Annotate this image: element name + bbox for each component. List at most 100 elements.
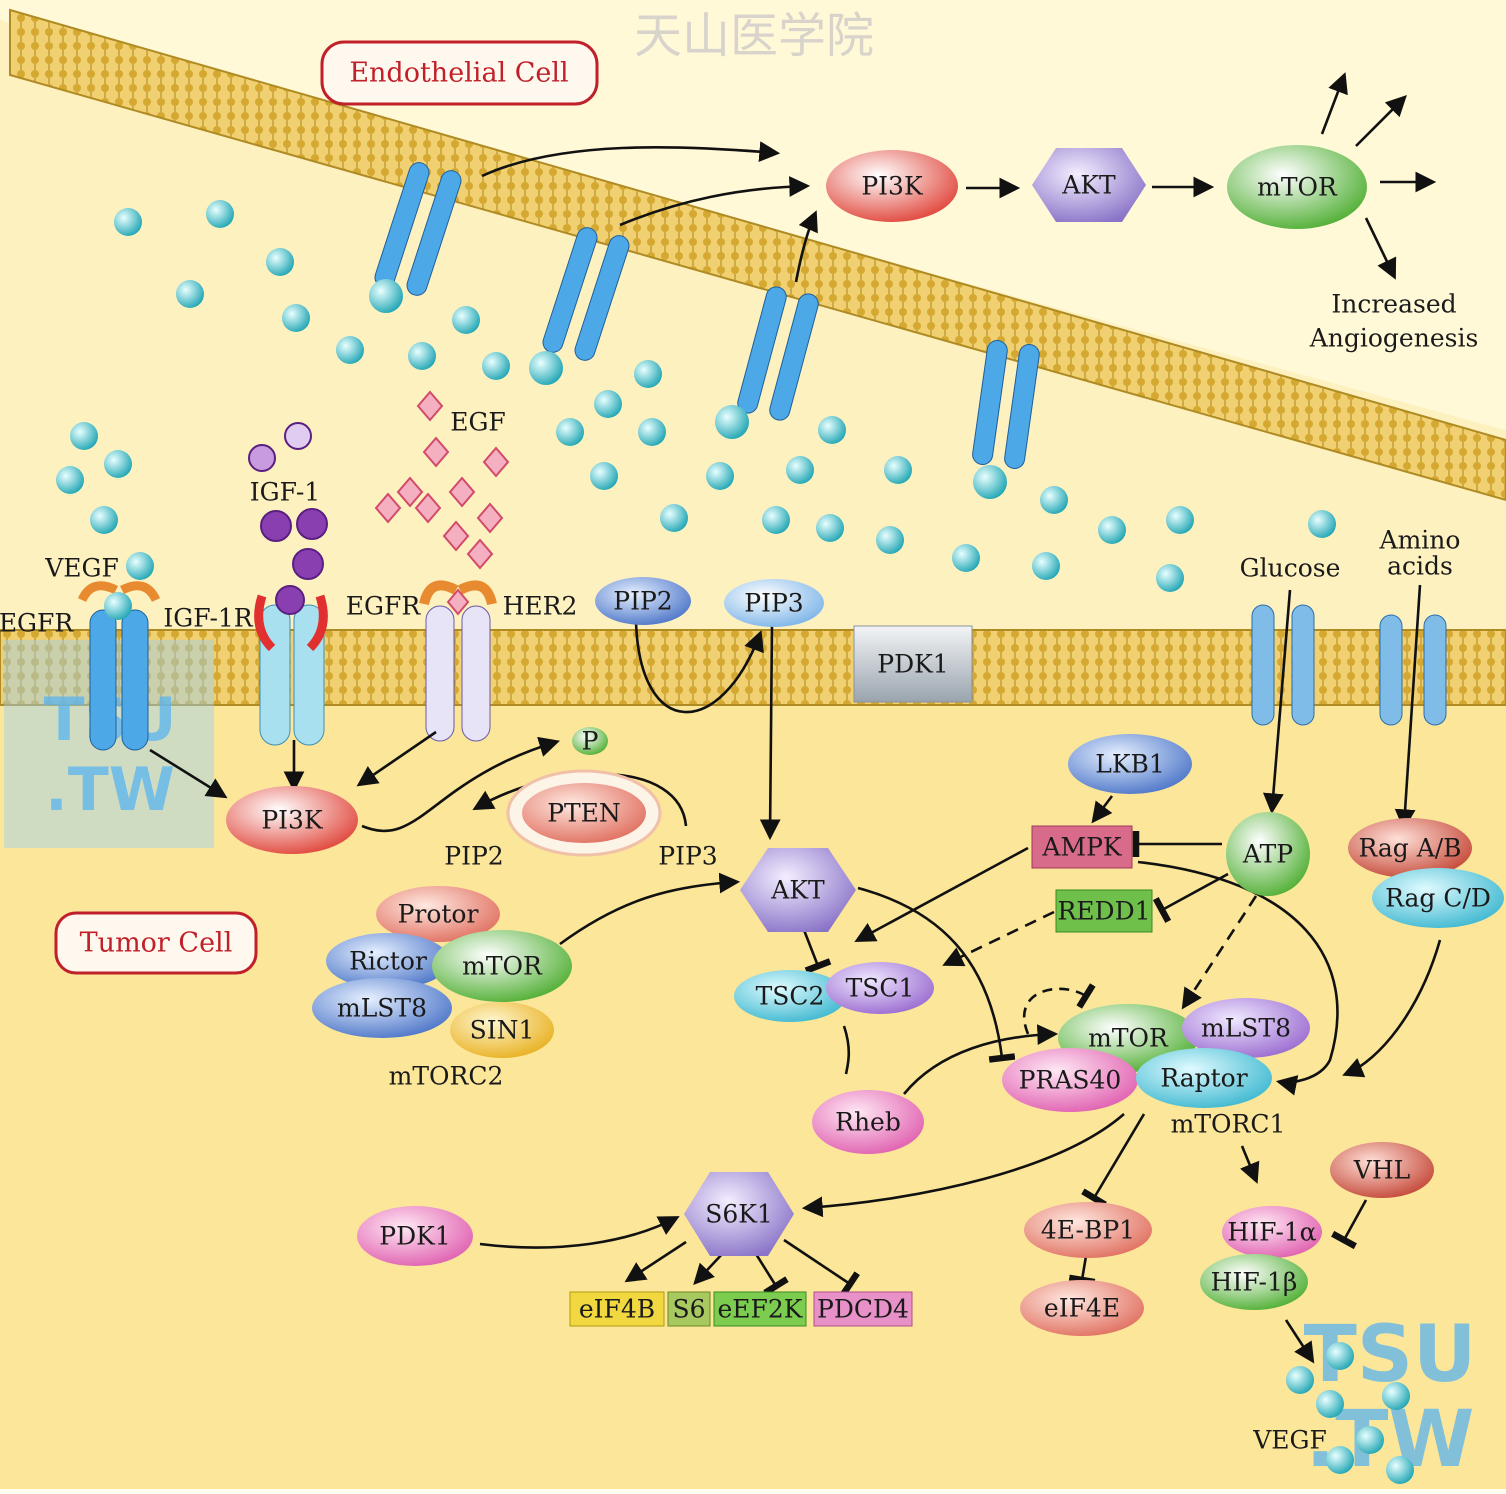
glucose-label: Glucose (1240, 554, 1341, 583)
tumor-pi3k-node (226, 786, 358, 854)
arrow-mtorc1-to-s6k1 (801, 1113, 1125, 1218)
vhl-label: VHL (1353, 1156, 1410, 1185)
inhibit-akt-to-tsc2 (802, 929, 832, 974)
endothelial-pi3k-label: PI3K (861, 172, 924, 201)
arrow-rheb-to-mtor (902, 1024, 1059, 1095)
igf1-ligands (248, 422, 328, 580)
inhibit-akt-to-pras40 (857, 886, 1016, 1063)
arrow-pip2-to-pip3 (634, 621, 764, 714)
arrow-pdk1-to-s6k1 (479, 1216, 680, 1249)
membrane-pdk1-node (853, 625, 973, 703)
mtorc2-mtor-label: mTOR (462, 952, 543, 981)
protor-label: Protor (398, 900, 479, 929)
ampk-node (1031, 825, 1133, 869)
inhibit-s6k1-to-eef2k (754, 1253, 789, 1296)
phosphate-label: P (582, 727, 599, 756)
tsc1-label: TSC1 (846, 974, 915, 1003)
watermark-left-bottom: .TW (45, 755, 175, 825)
igf1r-label: IGF-1R (163, 604, 253, 633)
endothelial-cytoplasm (0, 0, 1506, 430)
arrow-ampk-to-tsc2 (854, 846, 1029, 942)
arrow-egfr-to-pi3k (149, 748, 228, 799)
hif1a-node (1222, 1206, 1322, 1258)
inhibit-atp-to-redd1 (1152, 872, 1229, 923)
ampk-label: AMPK (1041, 833, 1122, 862)
arrow-hif-to-vegf (1284, 1319, 1315, 1364)
rag-cd-node (1372, 868, 1504, 928)
membrane-pip2-node (595, 577, 691, 625)
pras40-node (1002, 1048, 1138, 1112)
4ebp1-label: 4E-BP1 (1041, 1216, 1135, 1245)
arrow-pip3-to-akt (759, 623, 781, 841)
redd1-node (1055, 889, 1153, 933)
mtorc2-mlst8-node (312, 978, 452, 1038)
inhibit-s6k1-to-pdcd4 (783, 1238, 860, 1297)
mtorc1-mlst8-node (1182, 998, 1310, 1058)
rictor-label: Rictor (349, 947, 427, 976)
mtorc2-mlst8-label: mLST8 (337, 994, 427, 1023)
eif4e-label: eIF4E (1044, 1294, 1120, 1323)
rictor-node (326, 933, 450, 989)
eif4e-node (1020, 1280, 1144, 1336)
vegf-ligands (56, 200, 1414, 1484)
s6-label: S6 (672, 1295, 705, 1324)
hif1b-node (1200, 1254, 1308, 1310)
endothelial-membrane (9, 8, 1506, 502)
tumor-pi3k-label: PI3K (261, 806, 324, 835)
tumor-membrane (0, 629, 1506, 706)
inhibit-4ebp1-to-eif4e (1068, 1255, 1096, 1286)
inhibit-mtorc1-to-4ebp1 (1081, 1113, 1146, 1208)
membrane-pip3-label: PIP3 (744, 589, 803, 618)
egfr-mid-label: EGFR (346, 592, 422, 621)
rag-ab-label: Rag A/B (1358, 834, 1461, 863)
watermark-top: 天山医学院 (634, 8, 874, 64)
tumor-akt-label: AKT (770, 876, 825, 905)
igf1-label: IGF-1 (250, 478, 320, 507)
endothelial-mtor-node (1227, 145, 1367, 229)
tumor-pdk1-label: PDK1 (379, 1222, 450, 1251)
amino-acids-label-2: acids (1387, 552, 1453, 581)
hif1a-label: HIF-1α (1227, 1218, 1316, 1247)
endothelial-vegf-receptor-1 (369, 162, 462, 313)
arrow-mtor-out-2 (1355, 95, 1407, 147)
membrane-pip2-label: PIP2 (613, 587, 672, 616)
tsc1-node (826, 962, 934, 1014)
atp-label: ATP (1242, 840, 1293, 869)
eif4b-label: eIF4B (579, 1295, 655, 1324)
membrane-pip3-node (724, 579, 824, 627)
arrow-mtorc2-to-akt (559, 872, 741, 946)
pras40-label: PRAS40 (1019, 1066, 1122, 1095)
angiogenesis-label-2: Angiogenesis (1309, 324, 1479, 353)
arrow-rag-to-raptor (1342, 939, 1442, 1078)
arrow-receptor1-to-pi3k (481, 141, 781, 178)
eif4b-node (569, 1291, 665, 1327)
mtorc1-mtor-label: mTOR (1088, 1024, 1169, 1053)
protor-node (376, 886, 500, 942)
egfr-left-receptor (77, 581, 161, 751)
vegf-label: VEGF (44, 554, 119, 583)
atp-node (1226, 812, 1310, 896)
endothelial-vegf-receptor-3 (715, 286, 819, 439)
amino-acids-label-1: Amino (1379, 526, 1461, 555)
vhl-node (1330, 1142, 1434, 1198)
pdcd4-label: PDCD4 (817, 1295, 909, 1324)
redd1-label: REDD1 (1057, 897, 1150, 926)
arrow-mtorc1-to-hif (1240, 1145, 1260, 1184)
phosphate-node (572, 727, 608, 755)
raptor-node (1136, 1048, 1272, 1108)
egf-label: EGF (450, 408, 506, 437)
sin1-node (450, 1002, 554, 1058)
endothelial-cell-label: Endothelial Cell (349, 58, 568, 89)
arrow-s6k1-to-s6 (693, 1251, 725, 1286)
pdcd4-node (813, 1291, 913, 1327)
mtorc2-label: mTORC2 (389, 1062, 504, 1091)
egf-ligands (374, 390, 510, 570)
arrow-glucose-to-atp (1262, 589, 1292, 815)
pten-label: PTEN (547, 799, 621, 828)
arrow-s6k1-to-eif4b (624, 1240, 687, 1283)
tsc2-node (734, 970, 846, 1022)
rheb-label: Rheb (835, 1108, 901, 1137)
igf1r-receptor (254, 585, 328, 746)
lkb1-node (1068, 734, 1192, 794)
